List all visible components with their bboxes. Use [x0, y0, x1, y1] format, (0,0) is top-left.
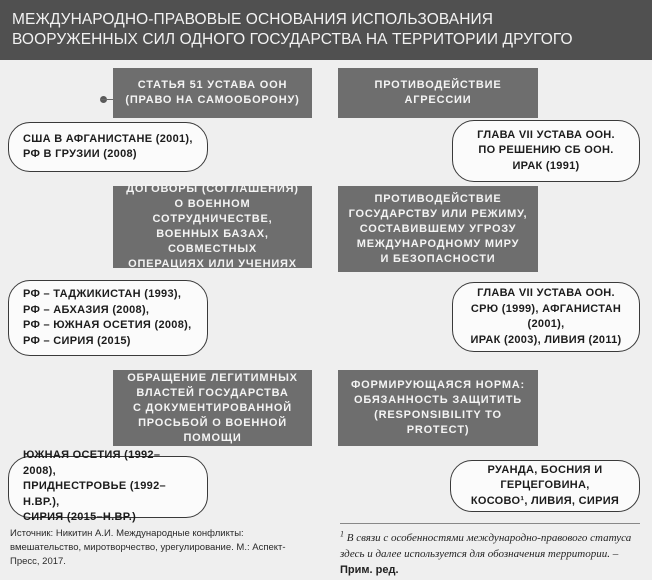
left-cases-box: ЮЖНАЯ ОСЕТИЯ (1992–2008), ПРИДНЕСТРОВЬЕ … — [8, 449, 208, 523]
source-citation: Источник: Никитин А.И. Международные кон… — [10, 528, 286, 567]
connector-line — [100, 99, 120, 100]
footnote-editor: Прим. ред. — [340, 564, 399, 576]
left-cases-box: США В АФГАНИСТАНЕ (2001), РФ В ГРУЗИИ (2… — [8, 122, 208, 172]
right-header-box: ПРОТИВОДЕЙСТВИЕ ГОСУДАРСТВУ ИЛИ РЕЖИМУ, … — [338, 186, 538, 272]
footnote-text: В связи с особенностями международно-пра… — [340, 532, 632, 560]
left-header-box: ОБРАЩЕНИЕ ЛЕГИТИМНЫХ ВЛАСТЕЙ ГОСУДАРСТВА… — [113, 370, 312, 446]
left-cases-box: РФ – ТАДЖИКИСТАН (1993), РФ – АБХАЗИЯ (2… — [8, 280, 208, 356]
right-cases-box: ГЛАВА VII УСТАВА ООН. ПО РЕШЕНИЮ СБ ООН.… — [452, 120, 640, 182]
left-header-box: ДОГОВОРЫ (СОГЛАШЕНИЯ) О ВОЕННОМ СОТРУДНИ… — [113, 183, 312, 270]
footnote-marker: 1 — [340, 529, 344, 539]
right-cases-box: РУАНДА, БОСНИЯ И ГЕРЦЕГОВИНА, КОСОВО¹, Л… — [450, 460, 640, 512]
right-header-box: ПРОТИВОДЕЙСТВИЕ АГРЕССИИ — [338, 68, 538, 118]
footnote: 1 В связи с особенностями международно-п… — [340, 530, 640, 578]
footnote-divider — [340, 523, 640, 524]
left-header-box: СТАТЬЯ 51 УСТАВА ООН (ПРАВО НА САМООБОРО… — [113, 68, 312, 118]
title-bar: МЕЖДУНАРОДНО-ПРАВОВЫЕ ОСНОВАНИЯ ИСПОЛЬЗО… — [0, 0, 652, 60]
page-title: МЕЖДУНАРОДНО-ПРАВОВЫЕ ОСНОВАНИЯ ИСПОЛЬЗО… — [12, 11, 573, 48]
right-cases-box: ГЛАВА VII УСТАВА ООН. СРЮ (1999), АФГАНИ… — [452, 282, 640, 352]
right-header-box: ФОРМИРУЮЩАЯСЯ НОРМА: ОБЯЗАННОСТЬ ЗАЩИТИТ… — [338, 370, 538, 446]
